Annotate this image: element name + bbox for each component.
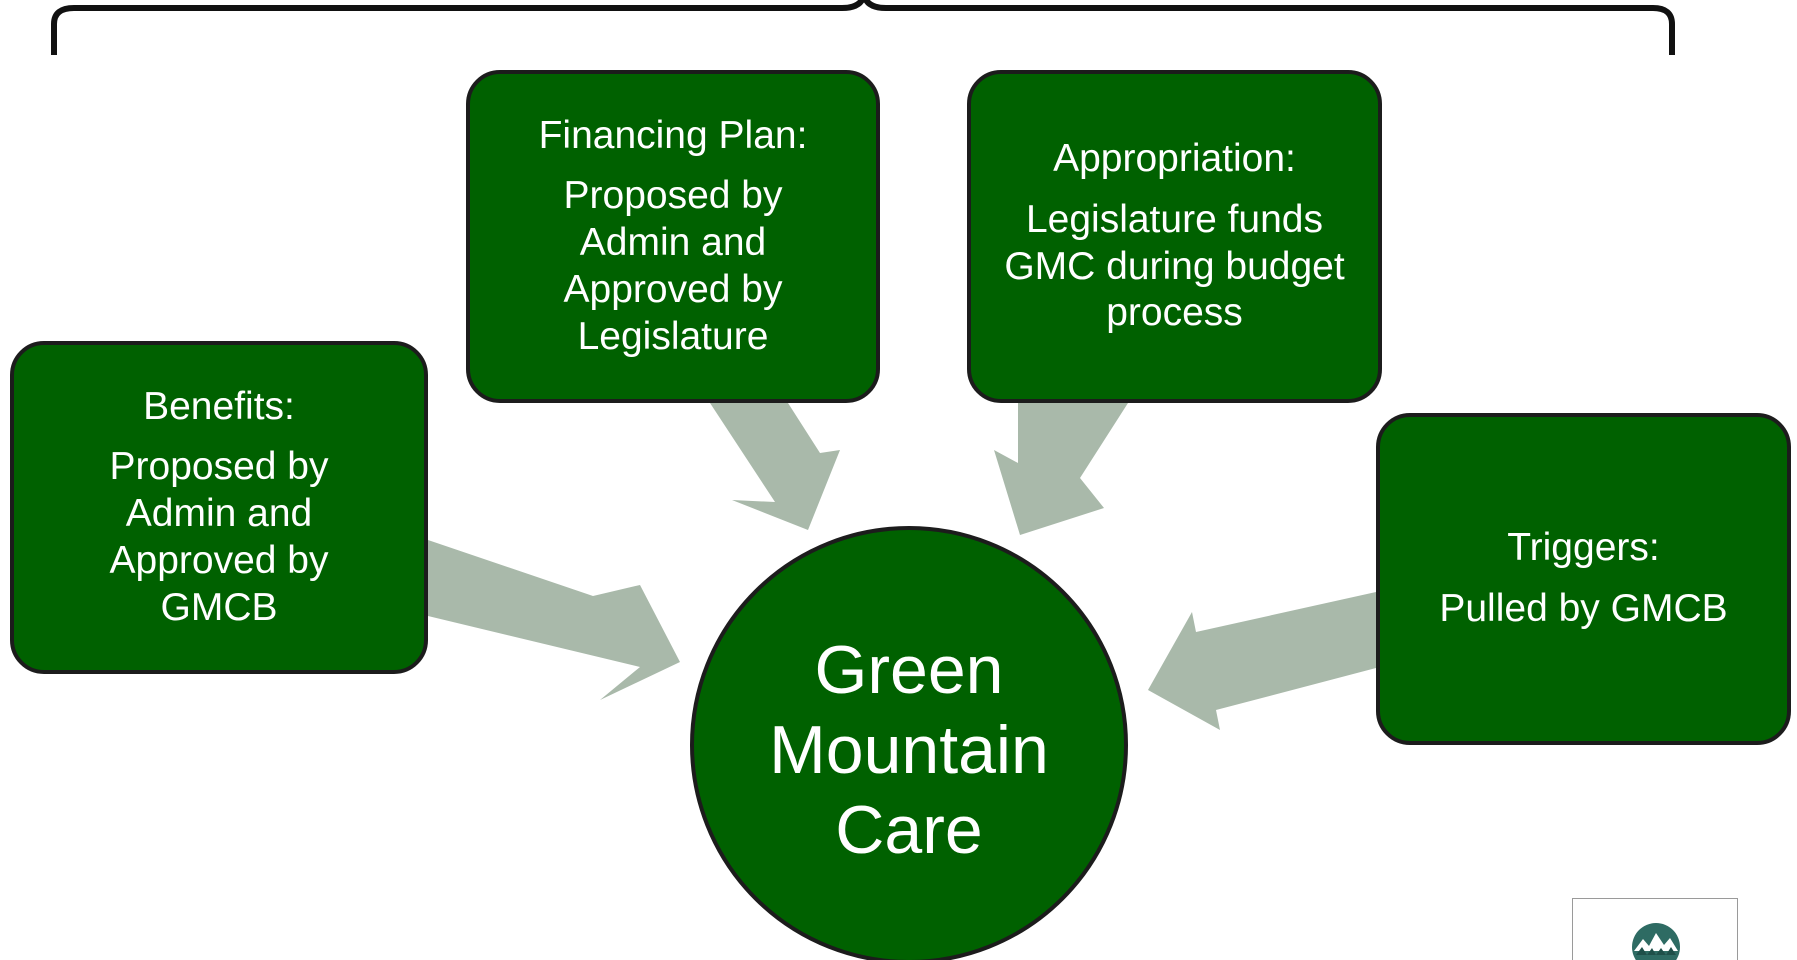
box-benefits-body: Proposed by Admin and Approved by GMCB: [109, 445, 329, 629]
box-financing-plan: Financing Plan: Proposed by Admin and Ap…: [466, 70, 880, 403]
box-triggers-body: Pulled by GMCB: [1439, 587, 1728, 630]
arrow-appropriation: [994, 403, 1128, 535]
box-triggers-heading: Triggers:: [1507, 526, 1660, 570]
box-appropriation-heading: Appropriation:: [1053, 136, 1296, 180]
arrow-financing: [710, 403, 840, 530]
box-benefits: Benefits: Proposed by Admin and Approved…: [10, 341, 428, 674]
logo: [1572, 898, 1738, 960]
mountain-logo-icon: [1632, 923, 1680, 960]
center-label: Green Mountain Care: [769, 632, 1049, 869]
box-financing-plan-heading: Financing Plan:: [538, 113, 808, 157]
box-triggers: Triggers: Pulled by GMCB: [1376, 413, 1791, 745]
grouping-brace: [51, 0, 1675, 55]
box-appropriation: Appropriation: Legislature funds GMC dur…: [967, 70, 1382, 403]
center-circle: Green Mountain Care: [690, 526, 1128, 960]
box-financing-plan-body: Proposed by Admin and Approved by Legisl…: [563, 174, 783, 358]
box-benefits-heading: Benefits:: [143, 384, 295, 428]
arrow-benefits: [428, 540, 680, 700]
arrow-triggers: [1148, 592, 1376, 730]
box-appropriation-body: Legislature funds GMC during budget proc…: [1004, 197, 1345, 335]
